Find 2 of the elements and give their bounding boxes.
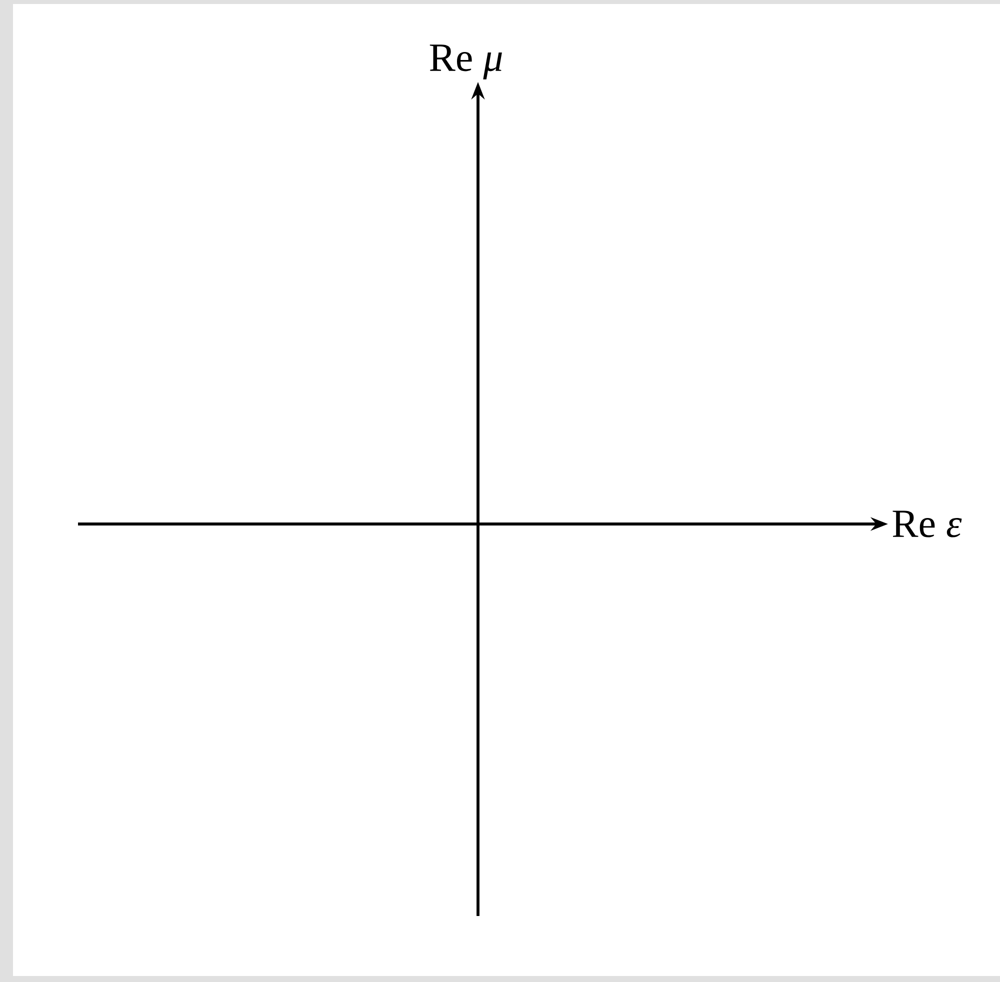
axis-label: Re ε — [892, 510, 962, 538]
axis-label: Re μ — [430, 44, 502, 80]
